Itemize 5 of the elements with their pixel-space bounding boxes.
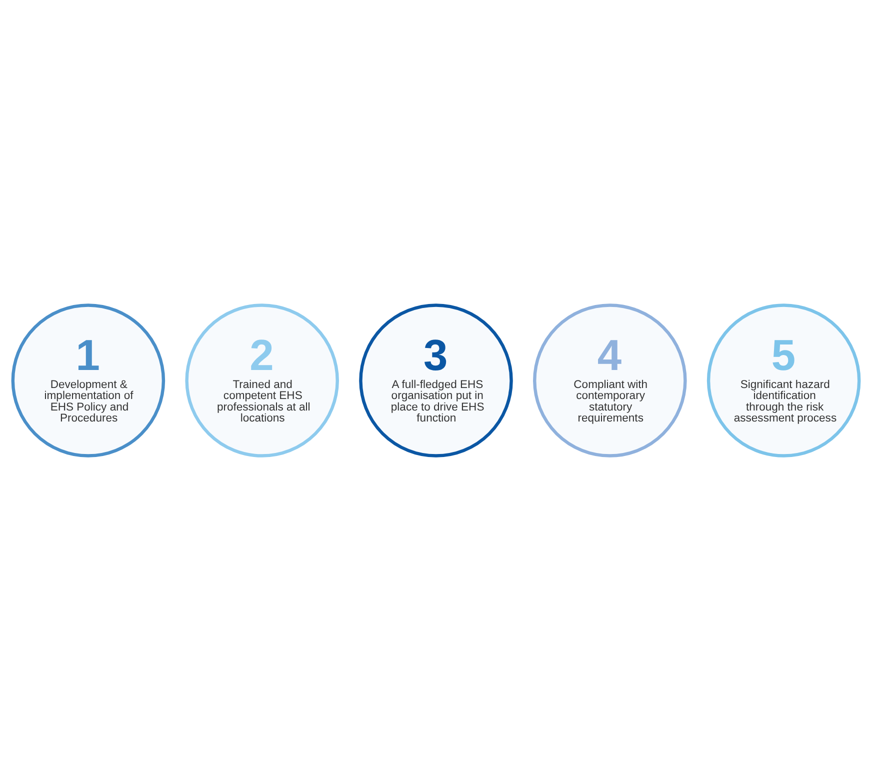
node-circle: 1 Development & implementation of EHS Policy and Procedures [11, 304, 166, 458]
node-circle: 4 Compliant with contemporary statutory requirements [533, 304, 687, 458]
node-circle: 5 Significant hazard identification through the risk assessment process [706, 304, 861, 458]
node-circle: 2 Trained and competent EHS professionals at all locations [185, 304, 339, 458]
node-circle: 3 A full-fledged EHS organisation put in place to drive EHS function [359, 304, 513, 458]
